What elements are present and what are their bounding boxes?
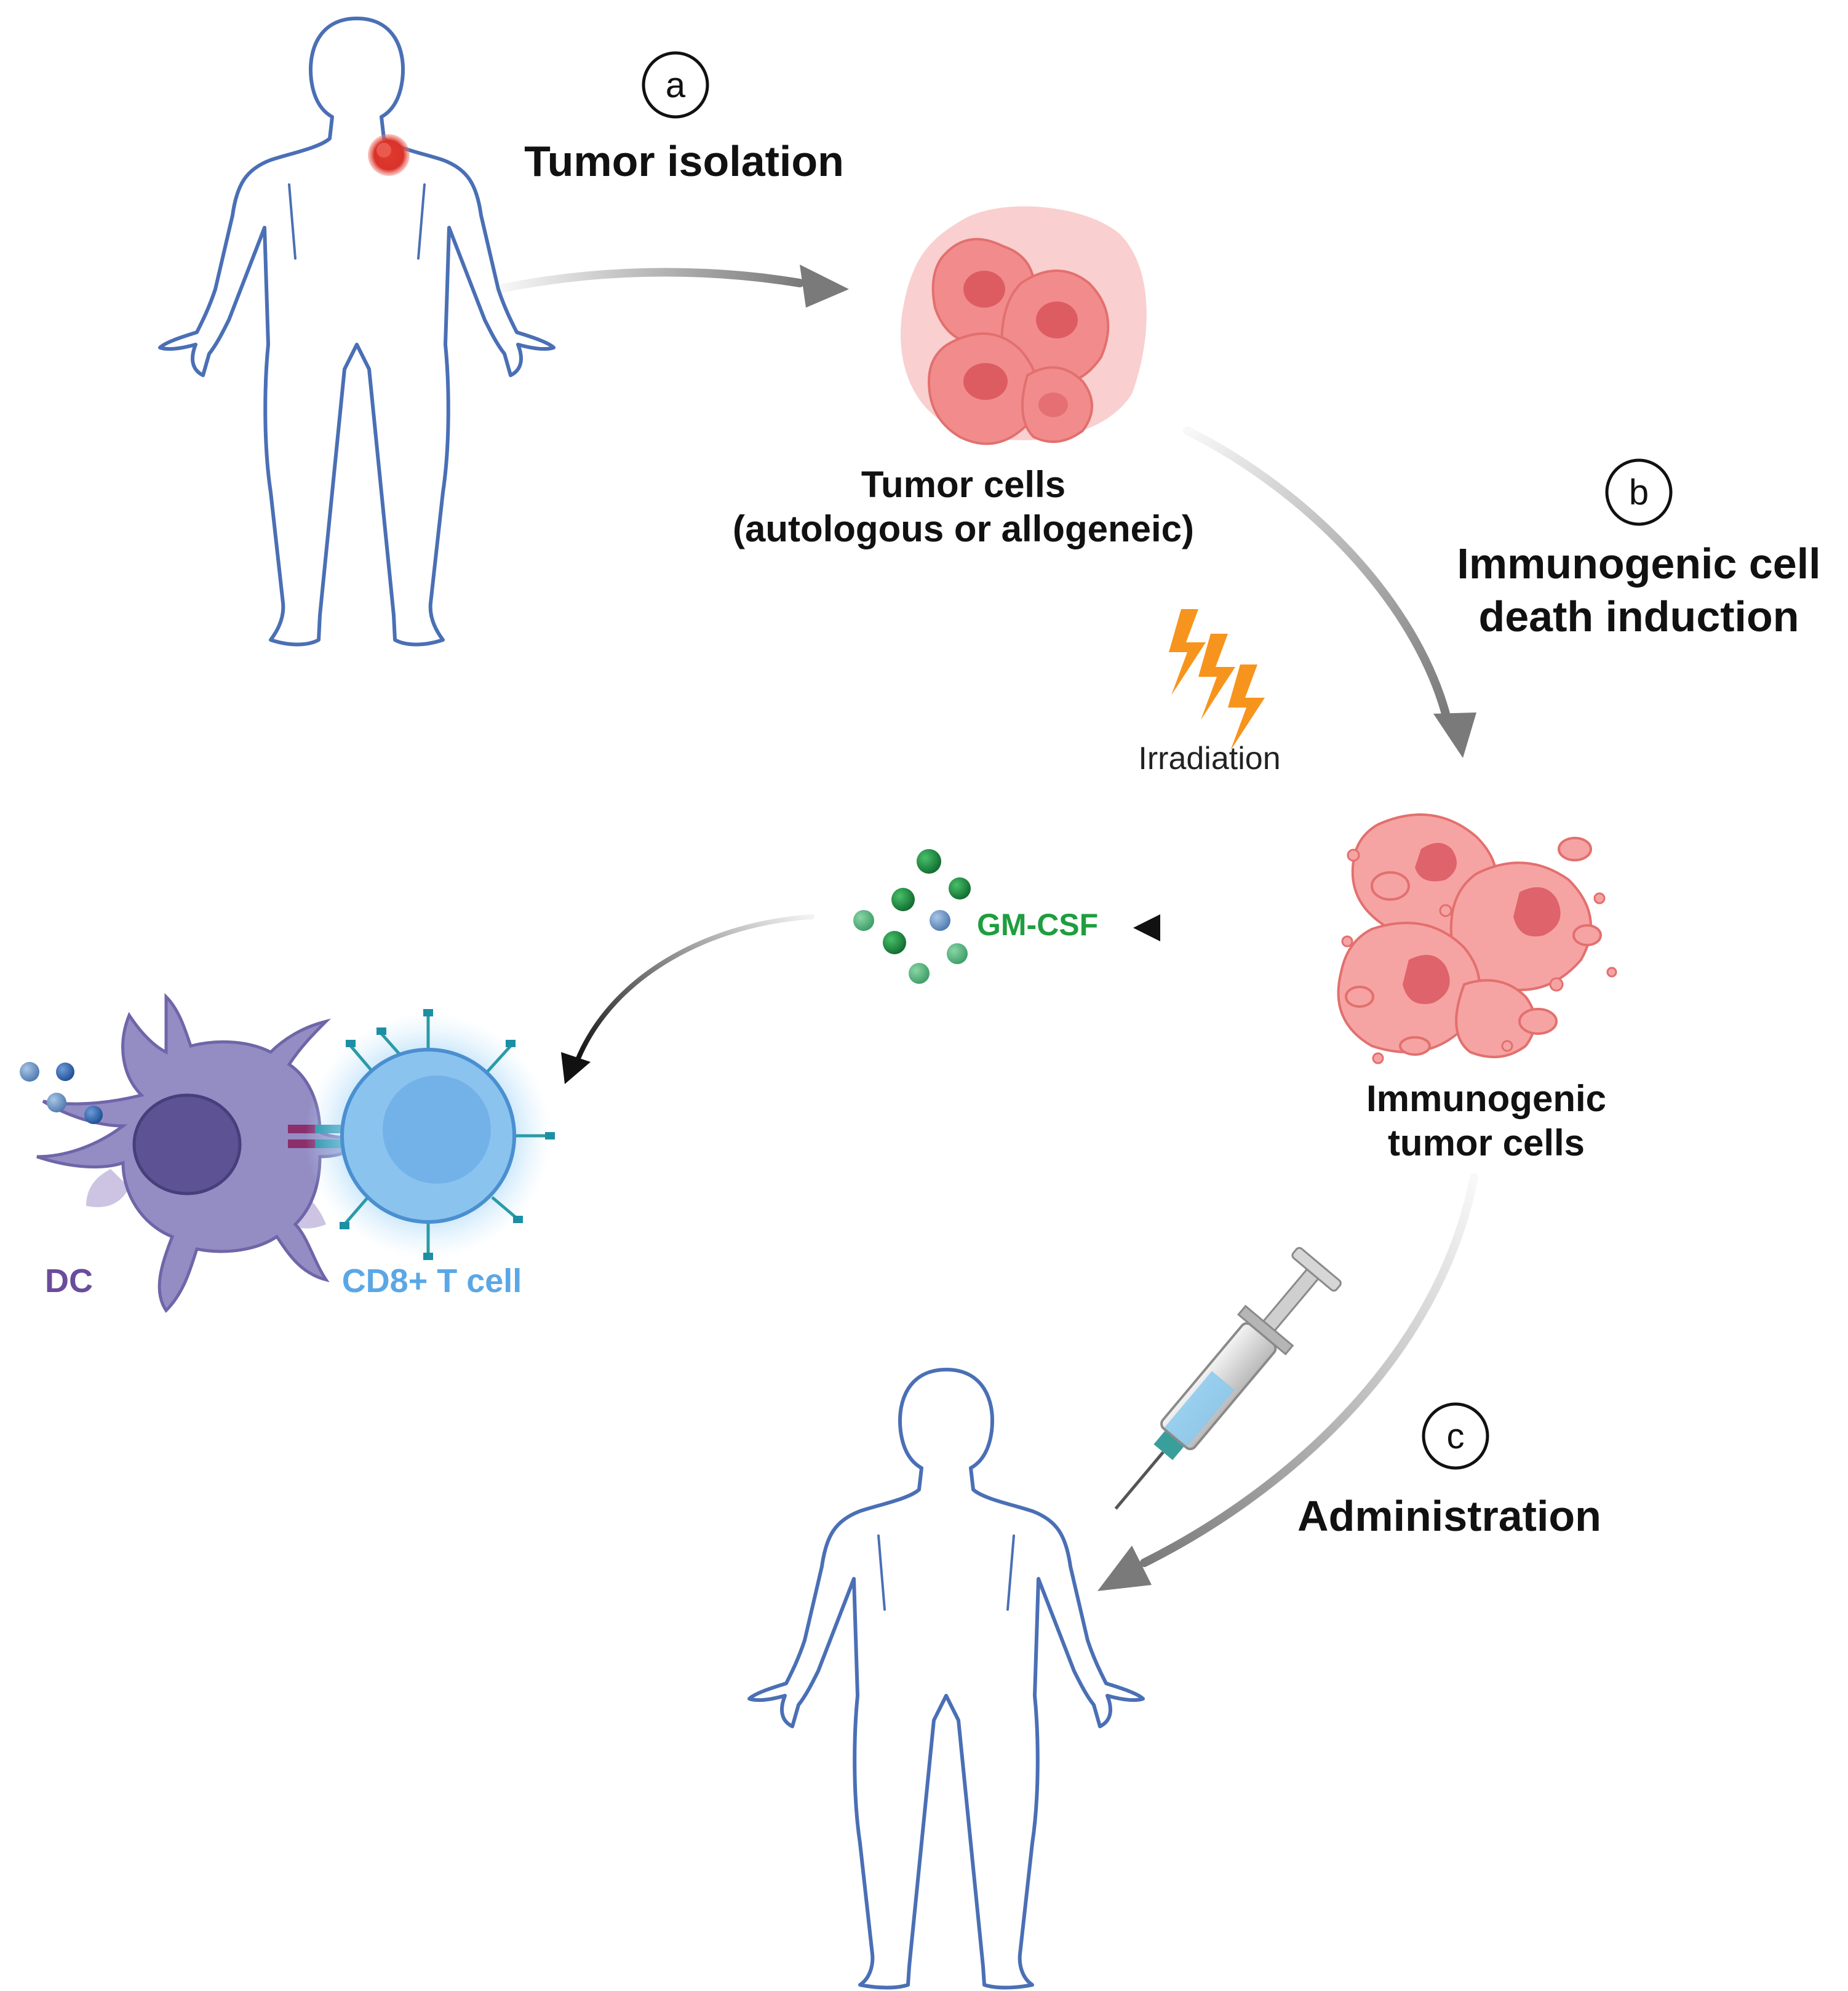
gm-csf-molecules-icon — [853, 849, 971, 984]
dc-label: DC — [45, 1263, 93, 1299]
dc-secreted-molecules-icon — [20, 1062, 103, 1124]
tumor-cells-title: Tumor cells — [861, 464, 1065, 505]
step-b-badge: b — [1605, 458, 1673, 526]
immunogenic-tumor-cells-title: Immunogenic — [1366, 1078, 1606, 1119]
step-b-label-line1: Immunogenic cell — [1457, 540, 1820, 588]
immunogenic-tumor-cells-icon — [1337, 813, 1617, 1064]
cd8-t-cell-icon — [305, 1009, 555, 1260]
step-c-label: Administration — [1297, 1492, 1601, 1540]
arrow-a — [494, 265, 849, 308]
step-c-letter: c — [1447, 1416, 1465, 1456]
lightning-bolt-icon — [1169, 609, 1265, 751]
step-a-badge: a — [642, 51, 709, 119]
step-b-label-line2: death induction — [1478, 593, 1799, 640]
human-body-icon-recipient — [747, 1368, 1145, 1990]
human-body-icon-patient — [158, 17, 556, 647]
cd8-t-cell-label: CD8+ T cell — [342, 1263, 522, 1299]
step-b-letter: b — [1629, 473, 1649, 513]
arrow-b — [1183, 426, 1476, 758]
step-c-badge: c — [1422, 1402, 1489, 1470]
gm-csf-label: GM-CSF — [977, 908, 1098, 942]
arrow-to-immune-cells — [561, 914, 814, 1084]
tumor-cells-subtitle: (autologous or allogeneic) — [733, 508, 1194, 549]
tumor-mass-icon — [368, 134, 410, 176]
syringe-icon — [1114, 1247, 1342, 1510]
tumor-cells-cluster-icon — [901, 206, 1147, 445]
step-a-label: Tumor isolation — [524, 137, 844, 185]
arrow-to-gm-csf — [1133, 914, 1276, 941]
immunogenic-tumor-cells-subtitle: tumor cells — [1388, 1122, 1585, 1163]
step-a-letter: a — [666, 65, 686, 105]
irradiation-label: Irradiation — [1138, 741, 1280, 776]
arrow-c — [1097, 1173, 1478, 1591]
dendritic-cell-icon — [36, 992, 373, 1313]
